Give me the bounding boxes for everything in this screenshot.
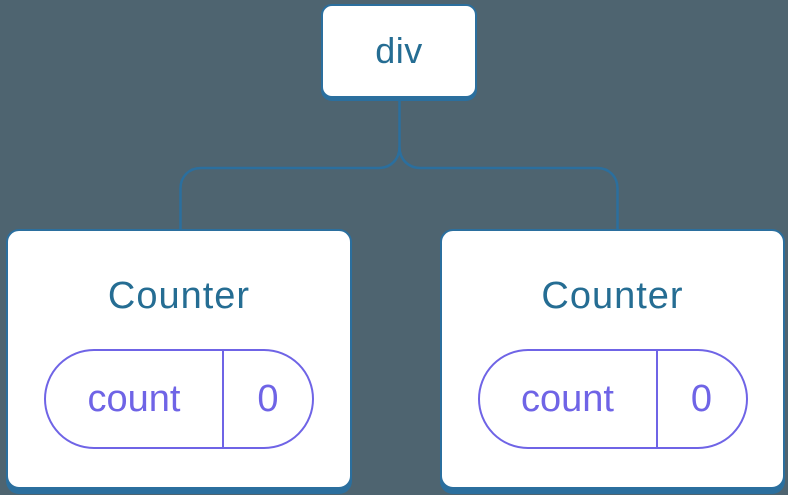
root-node-label: div xyxy=(375,30,423,71)
state-value: 0 xyxy=(257,377,279,420)
state-key: count xyxy=(521,377,614,420)
component-title: Counter xyxy=(107,275,251,317)
state-pill: count 0 xyxy=(477,349,748,449)
state-pill: count 0 xyxy=(44,349,314,449)
state-key: count xyxy=(87,377,181,420)
state-value: 0 xyxy=(690,377,713,420)
connector-branch-right xyxy=(398,146,619,231)
pill-divider xyxy=(655,351,658,447)
component-card-counter-2: Counter count 0 xyxy=(440,229,785,489)
component-title: Counter xyxy=(541,275,684,317)
connector-branch-left xyxy=(179,146,401,231)
pill-divider xyxy=(222,351,224,447)
component-card-counter-1: Counter count 0 xyxy=(6,229,352,489)
root-node: div xyxy=(321,4,477,98)
